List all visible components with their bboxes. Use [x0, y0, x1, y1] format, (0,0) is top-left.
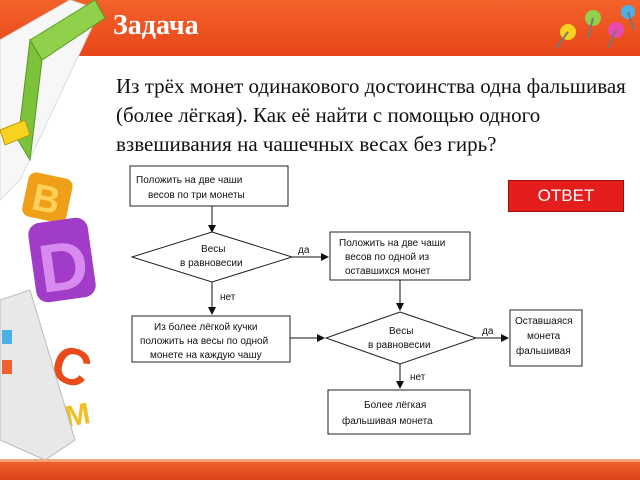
result-no-text-1: Более лёгкая [364, 400, 426, 411]
yes2-label: да [482, 326, 494, 337]
result-no-box [327, 389, 471, 435]
yes1-label: да [298, 245, 310, 256]
letter-d-icon: D [28, 217, 96, 308]
tab-marker [2, 330, 12, 344]
step-no1-box [131, 315, 291, 363]
step-no1-text-2: положить на весы по одной [140, 336, 268, 347]
pencil-icon [0, 119, 31, 146]
result-no-text-2: фальшивая монета [342, 415, 433, 427]
step-yes1-text-1: Положить на две чаши [339, 238, 445, 249]
result-yes-box [509, 309, 583, 367]
decision1-text-1: Весы [201, 244, 225, 255]
school-decoration: В D C M [0, 0, 106, 461]
decision2-diamond [324, 311, 478, 365]
no1-label: нет [220, 292, 236, 303]
decision2-text-2: в равновесии [368, 340, 431, 351]
step-yes1-text-2: весов по одной из [345, 252, 429, 263]
svg-text:D: D [34, 226, 93, 308]
step-yes1-text-3: оставшихся монет [345, 266, 431, 277]
step-no1-text-1: Из более лёгкой кучки [154, 321, 257, 333]
decision2-text-1: Весы [389, 326, 413, 337]
book-edge [0, 289, 76, 461]
start-box [129, 165, 289, 207]
no2-label: нет [410, 372, 426, 383]
result-yes-text-1: Оставшаяся [515, 316, 573, 327]
problem-text: Из трёх монет одинакового достоинства од… [116, 74, 626, 156]
letter-b-icon: В [22, 172, 73, 223]
decision1-diamond [130, 231, 294, 283]
start-text-2: весов по три монеты [148, 190, 245, 201]
result-yes-text-2: монета [527, 331, 561, 342]
footer-line [0, 459, 640, 462]
step-no1-text-3: монете на каждую чашу [150, 350, 262, 361]
decision1-text-2: в равновесии [180, 258, 243, 269]
footer-bar [0, 462, 640, 480]
title-bar [0, 0, 640, 56]
pushpin-icon [555, 5, 635, 49]
answer-button[interactable]: ОТВЕТ [508, 180, 624, 212]
tab-marker [2, 360, 12, 374]
start-text-1: Положить на две чаши [136, 175, 242, 186]
slide-title: Задача [113, 10, 199, 41]
result-yes-text-3: фальшивая [516, 345, 571, 357]
